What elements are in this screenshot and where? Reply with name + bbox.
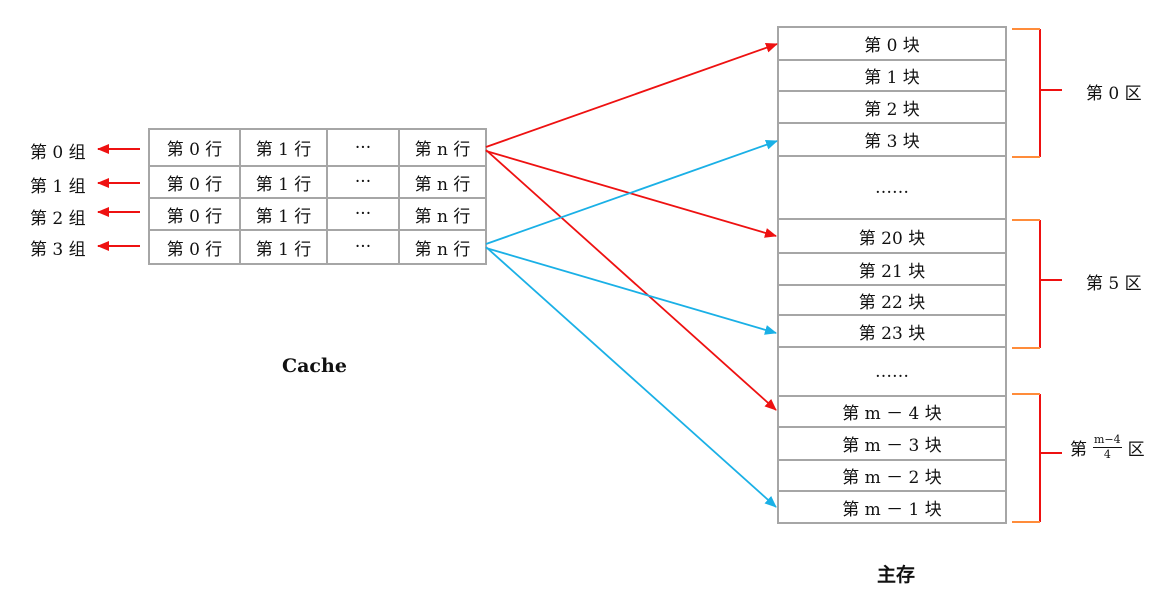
cache-cell-r2-c0: 第 0 行 bbox=[166, 206, 223, 227]
group-label-2: 第 2 组 bbox=[30, 209, 86, 229]
zone-label-last: 第 m−4 4 区 bbox=[1070, 433, 1145, 462]
blue-arrow-to-block-3 bbox=[485, 139, 778, 245]
memory-title: 主存 bbox=[877, 564, 916, 586]
cache-cell-r2-c2: ··· bbox=[354, 204, 372, 224]
red-arrow-to-block-0 bbox=[485, 42, 778, 148]
cache-cell-r1-c1: 第 1 行 bbox=[255, 174, 312, 195]
memory-block-1: 第 1 块 bbox=[864, 68, 920, 88]
memory-block-m-2: 第 m － 2 块 bbox=[842, 468, 942, 488]
memory-block-21: 第 21 块 bbox=[858, 261, 926, 282]
memory-block-23: 第 23 块 bbox=[858, 323, 926, 344]
zone-last-bracket bbox=[1012, 393, 1062, 523]
red-arrow-to-block-m-4 bbox=[485, 149, 777, 411]
zone-fraction-denominator: 4 bbox=[1103, 448, 1111, 462]
memory-ellipsis-2: …… bbox=[875, 361, 909, 382]
cache-cell-r1-c2: ··· bbox=[354, 172, 372, 192]
group-arrows bbox=[97, 144, 140, 251]
cache-title: Cache bbox=[282, 355, 347, 377]
zone-5-bracket bbox=[1012, 219, 1062, 349]
cache-cell-r1-c0: 第 0 行 bbox=[166, 174, 223, 195]
cache-cell-r0-c1: 第 1 行 bbox=[255, 140, 312, 160]
cache-cell-r2-c1: 第 1 行 bbox=[255, 206, 312, 227]
cache-cell-r0-c0: 第 0 行 bbox=[166, 140, 223, 160]
memory-block-3: 第 3 块 bbox=[864, 132, 920, 152]
memory-column-grid bbox=[777, 26, 1007, 524]
zone-brackets bbox=[1012, 28, 1062, 523]
zone-label-5: 第 5 区 bbox=[1086, 274, 1142, 294]
cache-cell-r3-c3: 第 n 行 bbox=[414, 239, 471, 260]
red-mapping-arrows bbox=[485, 42, 778, 411]
memory-block-20: 第 20 块 bbox=[858, 228, 926, 249]
zone-label-last-suffix: 区 bbox=[1127, 440, 1145, 461]
zone-label-last-prefix: 第 bbox=[1070, 440, 1087, 461]
group-label-1: 第 1 组 bbox=[30, 177, 86, 197]
cache-cell-r1-c3: 第 n 行 bbox=[414, 174, 471, 195]
cache-table-grid bbox=[148, 128, 487, 265]
zone-fraction-numerator: m−4 bbox=[1093, 433, 1122, 449]
blue-arrow-to-block-m-1 bbox=[485, 246, 777, 508]
memory-block-m-1: 第 m － 1 块 bbox=[842, 499, 942, 520]
cache-cell-r0-c3: 第 n 行 bbox=[414, 140, 471, 160]
memory-block-2: 第 2 块 bbox=[864, 99, 920, 120]
blue-mapping-arrows bbox=[485, 139, 778, 508]
zone-label-0: 第 0 区 bbox=[1086, 84, 1142, 104]
cache-cell-r3-c0: 第 0 行 bbox=[166, 239, 223, 260]
zone-0-bracket bbox=[1012, 28, 1062, 158]
group-label-3: 第 3 组 bbox=[30, 240, 86, 260]
cache-cell-r0-c2: ··· bbox=[354, 137, 372, 158]
cache-cell-r3-c1: 第 1 行 bbox=[255, 239, 312, 260]
group-label-0: 第 0 组 bbox=[30, 143, 86, 163]
zone-fraction: m−4 4 bbox=[1093, 433, 1122, 462]
memory-block-22: 第 22 块 bbox=[858, 292, 926, 313]
blue-arrow-to-block-23 bbox=[485, 247, 777, 335]
cache-cell-r2-c3: 第 n 行 bbox=[414, 206, 471, 227]
memory-block-0: 第 0 块 bbox=[864, 36, 920, 56]
cache-cell-r3-c2: ··· bbox=[354, 237, 372, 257]
memory-block-m-3: 第 m － 3 块 bbox=[842, 436, 942, 456]
memory-ellipsis-1: …… bbox=[875, 177, 909, 198]
memory-block-m-4: 第 m － 4 块 bbox=[842, 404, 942, 424]
